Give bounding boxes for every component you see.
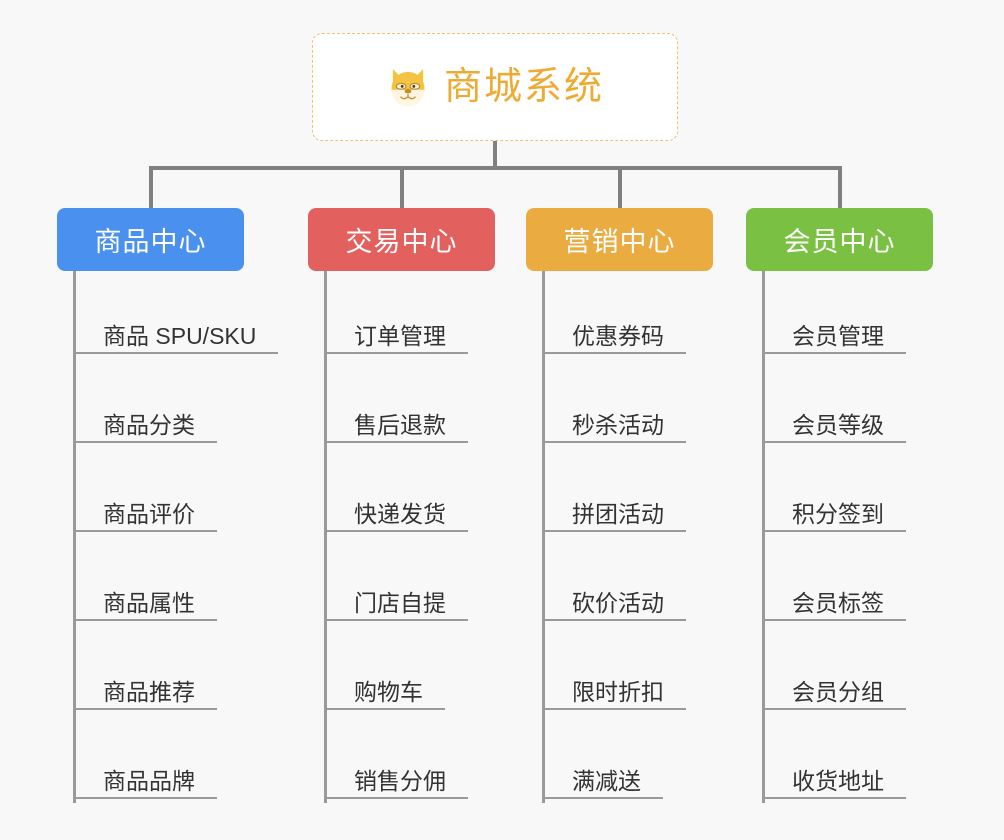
leaf-item-member-4[interactable]: 会员分组 xyxy=(762,681,906,710)
leaf-item-label: 订单管理 xyxy=(354,323,446,349)
column-header-product-center[interactable]: 商品中心 xyxy=(57,208,244,271)
leaf-item-label: 商品分类 xyxy=(103,412,195,438)
leaf-item-product-3[interactable]: 商品属性 xyxy=(73,592,217,621)
root-node-title: 商城系统 xyxy=(443,66,604,108)
branch-trunk-marketing-center xyxy=(542,271,545,803)
connector-drop-product-center xyxy=(149,166,153,210)
leaf-item-label: 秒杀活动 xyxy=(572,412,664,438)
column-header-label: 会员中心 xyxy=(783,227,896,257)
leaf-item-member-1[interactable]: 会员等级 xyxy=(762,414,906,443)
leaf-item-marketing-4[interactable]: 限时折扣 xyxy=(542,681,686,710)
column-header-label: 交易中心 xyxy=(345,227,458,257)
shiba-dog-icon xyxy=(386,65,430,109)
leaf-item-label: 商品品牌 xyxy=(103,768,195,794)
leaf-item-marketing-0[interactable]: 优惠券码 xyxy=(542,325,686,354)
column-header-trade-center[interactable]: 交易中心 xyxy=(308,208,495,271)
leaf-item-label: 优惠券码 xyxy=(572,323,664,349)
leaf-item-label: 购物车 xyxy=(354,679,423,705)
connector-drop-member-center xyxy=(838,166,842,210)
connector-root-stem xyxy=(493,141,497,168)
connector-drop-marketing-center xyxy=(618,166,622,210)
leaf-item-label: 积分签到 xyxy=(792,501,884,527)
leaf-item-label: 商品推荐 xyxy=(103,679,195,705)
leaf-item-label: 商品 SPU/SKU xyxy=(103,323,257,349)
leaf-item-trade-1[interactable]: 售后退款 xyxy=(324,414,468,443)
leaf-item-trade-4[interactable]: 购物车 xyxy=(324,681,445,710)
leaf-item-marketing-3[interactable]: 砍价活动 xyxy=(542,592,686,621)
leaf-item-member-0[interactable]: 会员管理 xyxy=(762,325,906,354)
leaf-item-label: 会员等级 xyxy=(792,412,884,438)
leaf-item-label: 售后退款 xyxy=(354,412,446,438)
leaf-item-label: 会员管理 xyxy=(792,323,884,349)
column-header-label: 商品中心 xyxy=(94,227,207,257)
leaf-item-member-5[interactable]: 收货地址 xyxy=(762,770,906,799)
leaf-item-label: 拼团活动 xyxy=(572,501,664,527)
leaf-item-label: 会员分组 xyxy=(792,679,884,705)
leaf-item-product-4[interactable]: 商品推荐 xyxy=(73,681,217,710)
leaf-item-trade-5[interactable]: 销售分佣 xyxy=(324,770,468,799)
leaf-item-member-3[interactable]: 会员标签 xyxy=(762,592,906,621)
leaf-item-product-5[interactable]: 商品品牌 xyxy=(73,770,217,799)
branch-trunk-product-center xyxy=(73,271,76,803)
leaf-item-trade-0[interactable]: 订单管理 xyxy=(324,325,468,354)
leaf-item-label: 收货地址 xyxy=(792,768,884,794)
leaf-item-trade-2[interactable]: 快递发货 xyxy=(324,503,468,532)
root-node-shop-system[interactable]: 商城系统 xyxy=(312,33,678,141)
leaf-item-marketing-1[interactable]: 秒杀活动 xyxy=(542,414,686,443)
leaf-item-product-0[interactable]: 商品 SPU/SKU xyxy=(73,325,278,354)
leaf-item-label: 销售分佣 xyxy=(354,768,446,794)
leaf-item-label: 限时折扣 xyxy=(572,679,664,705)
leaf-item-member-2[interactable]: 积分签到 xyxy=(762,503,906,532)
branch-trunk-trade-center xyxy=(324,271,327,803)
connector-drop-trade-center xyxy=(400,166,404,210)
leaf-item-label: 满减送 xyxy=(572,768,641,794)
leaf-item-label: 商品评价 xyxy=(103,501,195,527)
connector-horizontal-bus xyxy=(151,166,842,170)
leaf-item-label: 门店自提 xyxy=(354,590,446,616)
column-header-label: 营销中心 xyxy=(563,227,676,257)
column-header-marketing-center[interactable]: 营销中心 xyxy=(526,208,713,271)
leaf-item-label: 商品属性 xyxy=(103,590,195,616)
branch-trunk-member-center xyxy=(762,271,765,803)
leaf-item-label: 砍价活动 xyxy=(572,590,664,616)
root-node-content: 商城系统 xyxy=(386,65,604,109)
leaf-item-product-1[interactable]: 商品分类 xyxy=(73,414,217,443)
leaf-item-marketing-2[interactable]: 拼团活动 xyxy=(542,503,686,532)
leaf-item-product-2[interactable]: 商品评价 xyxy=(73,503,217,532)
leaf-item-label: 快递发货 xyxy=(354,501,446,527)
column-header-member-center[interactable]: 会员中心 xyxy=(746,208,933,271)
leaf-item-trade-3[interactable]: 门店自提 xyxy=(324,592,468,621)
leaf-item-marketing-5[interactable]: 满减送 xyxy=(542,770,663,799)
leaf-item-label: 会员标签 xyxy=(792,590,884,616)
